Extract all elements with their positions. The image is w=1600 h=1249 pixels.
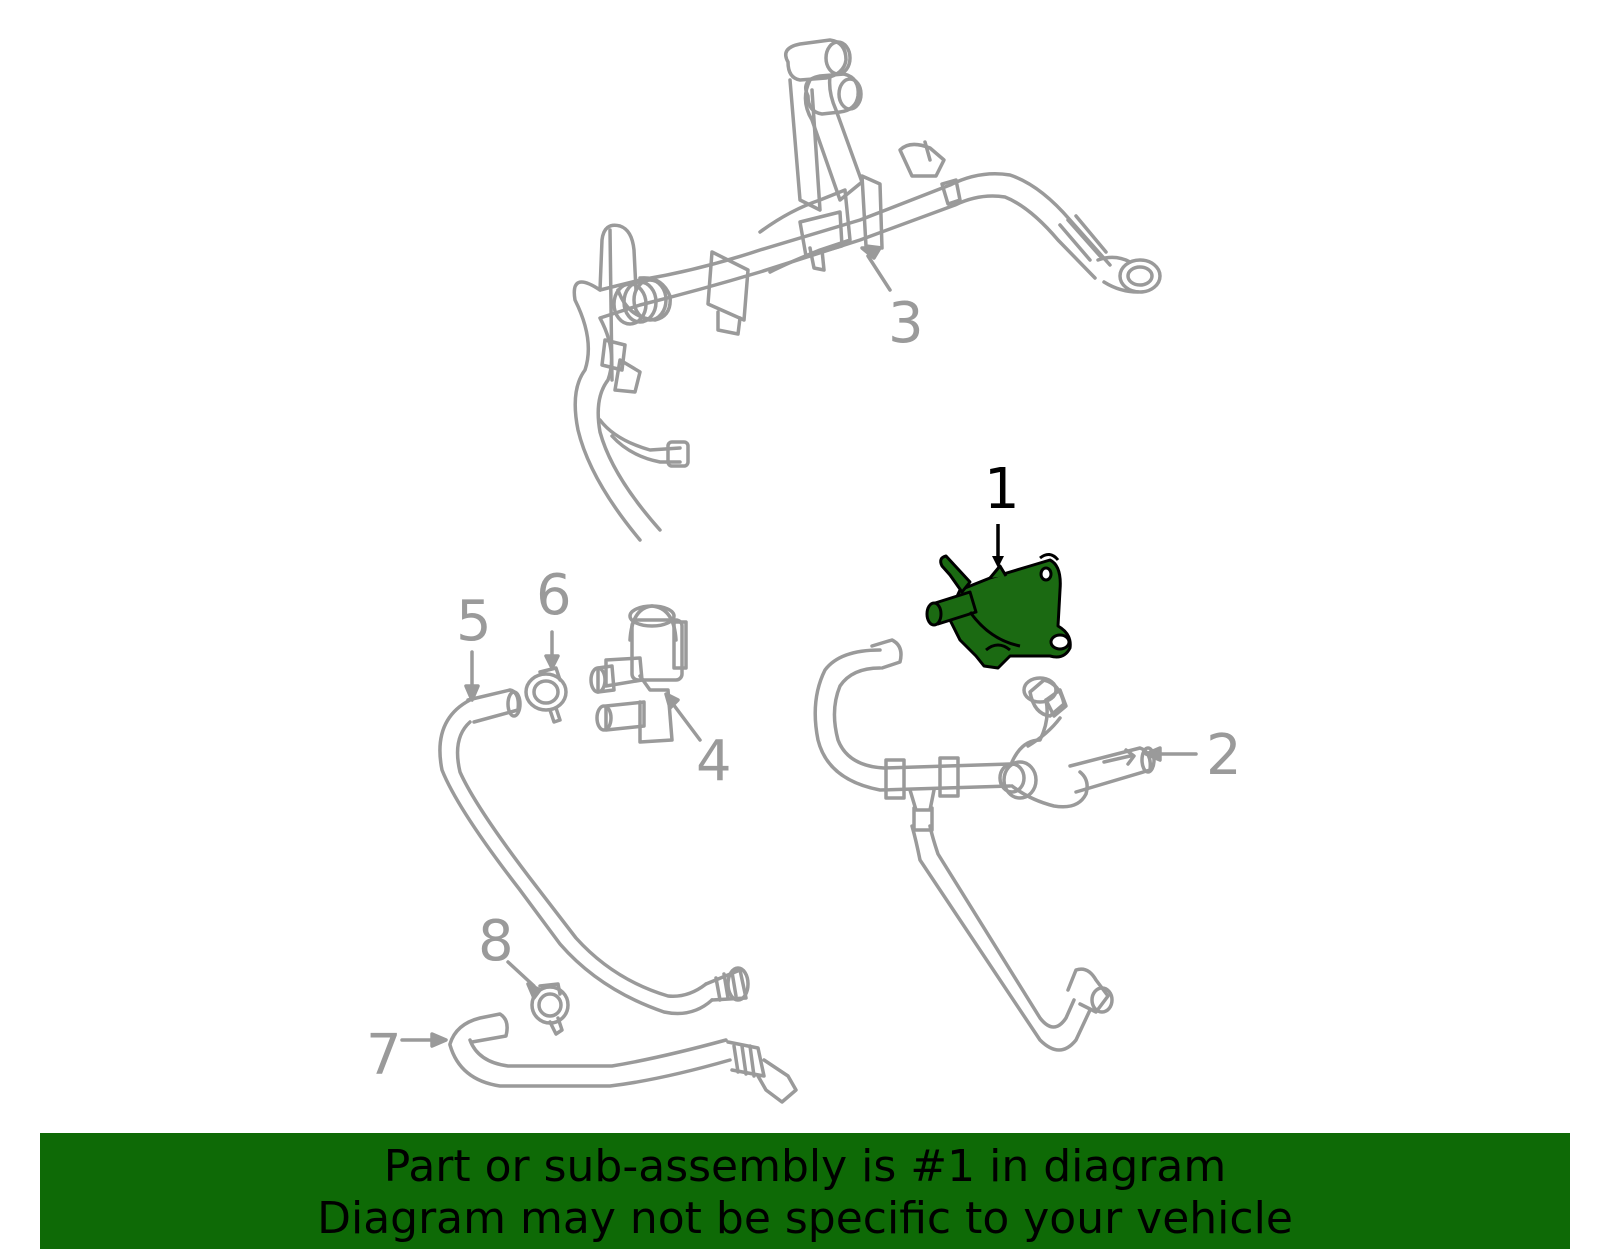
part-4-valve (589, 604, 702, 744)
callout-7: 7 (366, 1023, 402, 1088)
banner-line-2: Diagram may not be specific to your vehi… (317, 1193, 1293, 1244)
part-8-clamp (506, 960, 570, 1036)
parts-diagram (400, 38, 1198, 1104)
callout-5: 5 (456, 589, 492, 654)
part-2-hose-assembly (813, 638, 1198, 1052)
callout-8: 8 (478, 909, 514, 974)
callout-4: 4 (696, 729, 732, 794)
info-banner: Part or sub-assembly is #1 in diagram Di… (40, 1133, 1570, 1249)
part-1-coolant-pump (925, 524, 1072, 670)
part-3-hose-assembly (572, 38, 1162, 542)
part-7-hose (400, 1012, 798, 1104)
callout-2: 2 (1206, 723, 1242, 788)
part-6-clamp (524, 630, 568, 724)
callout-1: 1 (984, 457, 1020, 522)
part-5-hose (438, 650, 750, 1016)
banner-line-1: Part or sub-assembly is #1 in diagram (383, 1141, 1227, 1192)
callout-6: 6 (536, 563, 572, 628)
callout-3: 3 (888, 291, 924, 356)
